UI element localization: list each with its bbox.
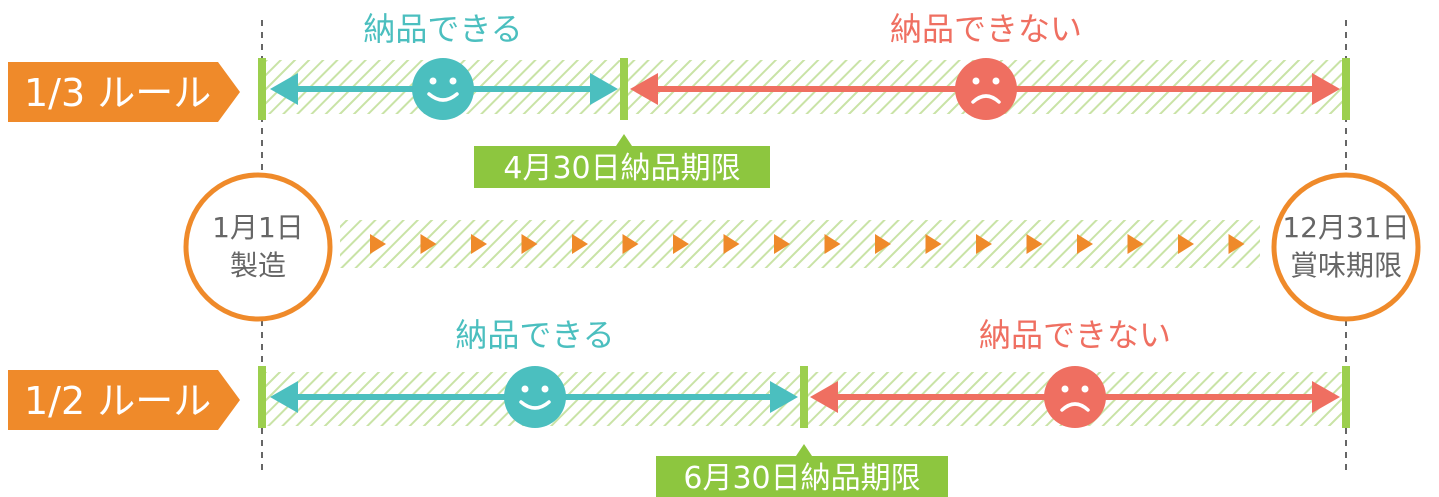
ng-arrow-right-head <box>1312 73 1340 105</box>
rule-one-third: 1/3 ルール 納品できる 納品できない 4月30日納品期限 <box>8 10 1350 188</box>
rule-label: 1/2 ルール <box>24 379 211 423</box>
ng-label: 納品できない <box>979 316 1171 354</box>
frowny-face-icon <box>1044 366 1106 428</box>
timeline-hatch-band <box>340 220 1260 268</box>
triangle-arrow-icon <box>1178 234 1194 254</box>
end-circle: 12月31日 賞味期限 <box>1271 172 1421 322</box>
end-date: 12月31日 <box>1282 211 1409 244</box>
triangle-arrow-icon <box>824 234 841 254</box>
deadline-tick <box>620 58 628 120</box>
ok-arrow-right-head <box>590 73 618 105</box>
end-tick <box>1342 366 1350 428</box>
deadline-callout <box>474 134 770 188</box>
triangle-arrow-icon <box>521 234 538 254</box>
timeline: 1月1日 製造 12月31日 賞味期限 <box>183 172 1421 322</box>
deadline-label: 4月30日納品期限 <box>503 151 740 186</box>
deadline-label: 6月30日納品期限 <box>683 461 920 496</box>
ng-label: 納品できない <box>890 10 1082 48</box>
start-date: 1月1日 <box>212 211 304 244</box>
triangle-arrow-icon <box>572 234 588 254</box>
triangle-arrow-icon <box>622 234 639 254</box>
triangle-arrow-icon <box>1026 234 1043 254</box>
start-caption: 製造 <box>230 249 286 282</box>
triangle-arrow-icon <box>976 234 992 254</box>
ok-label: 納品できる <box>363 10 522 48</box>
triangle-arrow-icon <box>1228 234 1245 254</box>
smiley-face-icon <box>504 366 566 428</box>
triangle-arrow-icon <box>471 234 487 254</box>
start-tick <box>258 366 266 428</box>
rule-label: 1/3 ルール <box>24 71 211 115</box>
rule-one-half: 1/2 ルール 納品できる 納品できない 6月30日納品期限 <box>8 316 1350 497</box>
start-tick <box>258 58 266 120</box>
triangle-arrow-icon <box>1077 234 1093 254</box>
flow-arrows <box>370 234 1245 254</box>
ok-arrow-left-head <box>270 73 298 105</box>
ok-arrow-right-head <box>770 381 798 413</box>
triangle-arrow-icon <box>774 234 790 254</box>
end-caption: 賞味期限 <box>1290 249 1402 282</box>
frowny-face-icon <box>955 58 1017 120</box>
triangle-arrow-icon <box>420 234 437 254</box>
end-tick <box>1342 58 1350 120</box>
triangle-arrow-icon <box>723 234 740 254</box>
ng-arrow-right-head <box>1312 381 1340 413</box>
smiley-face-icon <box>412 58 474 120</box>
ng-arrow-left-head <box>810 381 838 413</box>
triangle-arrow-icon <box>925 234 942 254</box>
deadline-callout <box>656 444 948 497</box>
triangle-arrow-icon <box>370 234 386 254</box>
ok-label: 納品できる <box>455 316 614 354</box>
start-circle: 1月1日 製造 <box>183 172 333 322</box>
triangle-arrow-icon <box>875 234 891 254</box>
ok-arrow-left-head <box>270 381 298 413</box>
deadline-tick <box>800 366 808 428</box>
ng-arrow-left-head <box>630 73 658 105</box>
triangle-arrow-icon <box>673 234 689 254</box>
triangle-arrow-icon <box>1127 234 1144 254</box>
rule-label-tag <box>8 370 240 430</box>
rule-label-tag <box>8 62 240 122</box>
